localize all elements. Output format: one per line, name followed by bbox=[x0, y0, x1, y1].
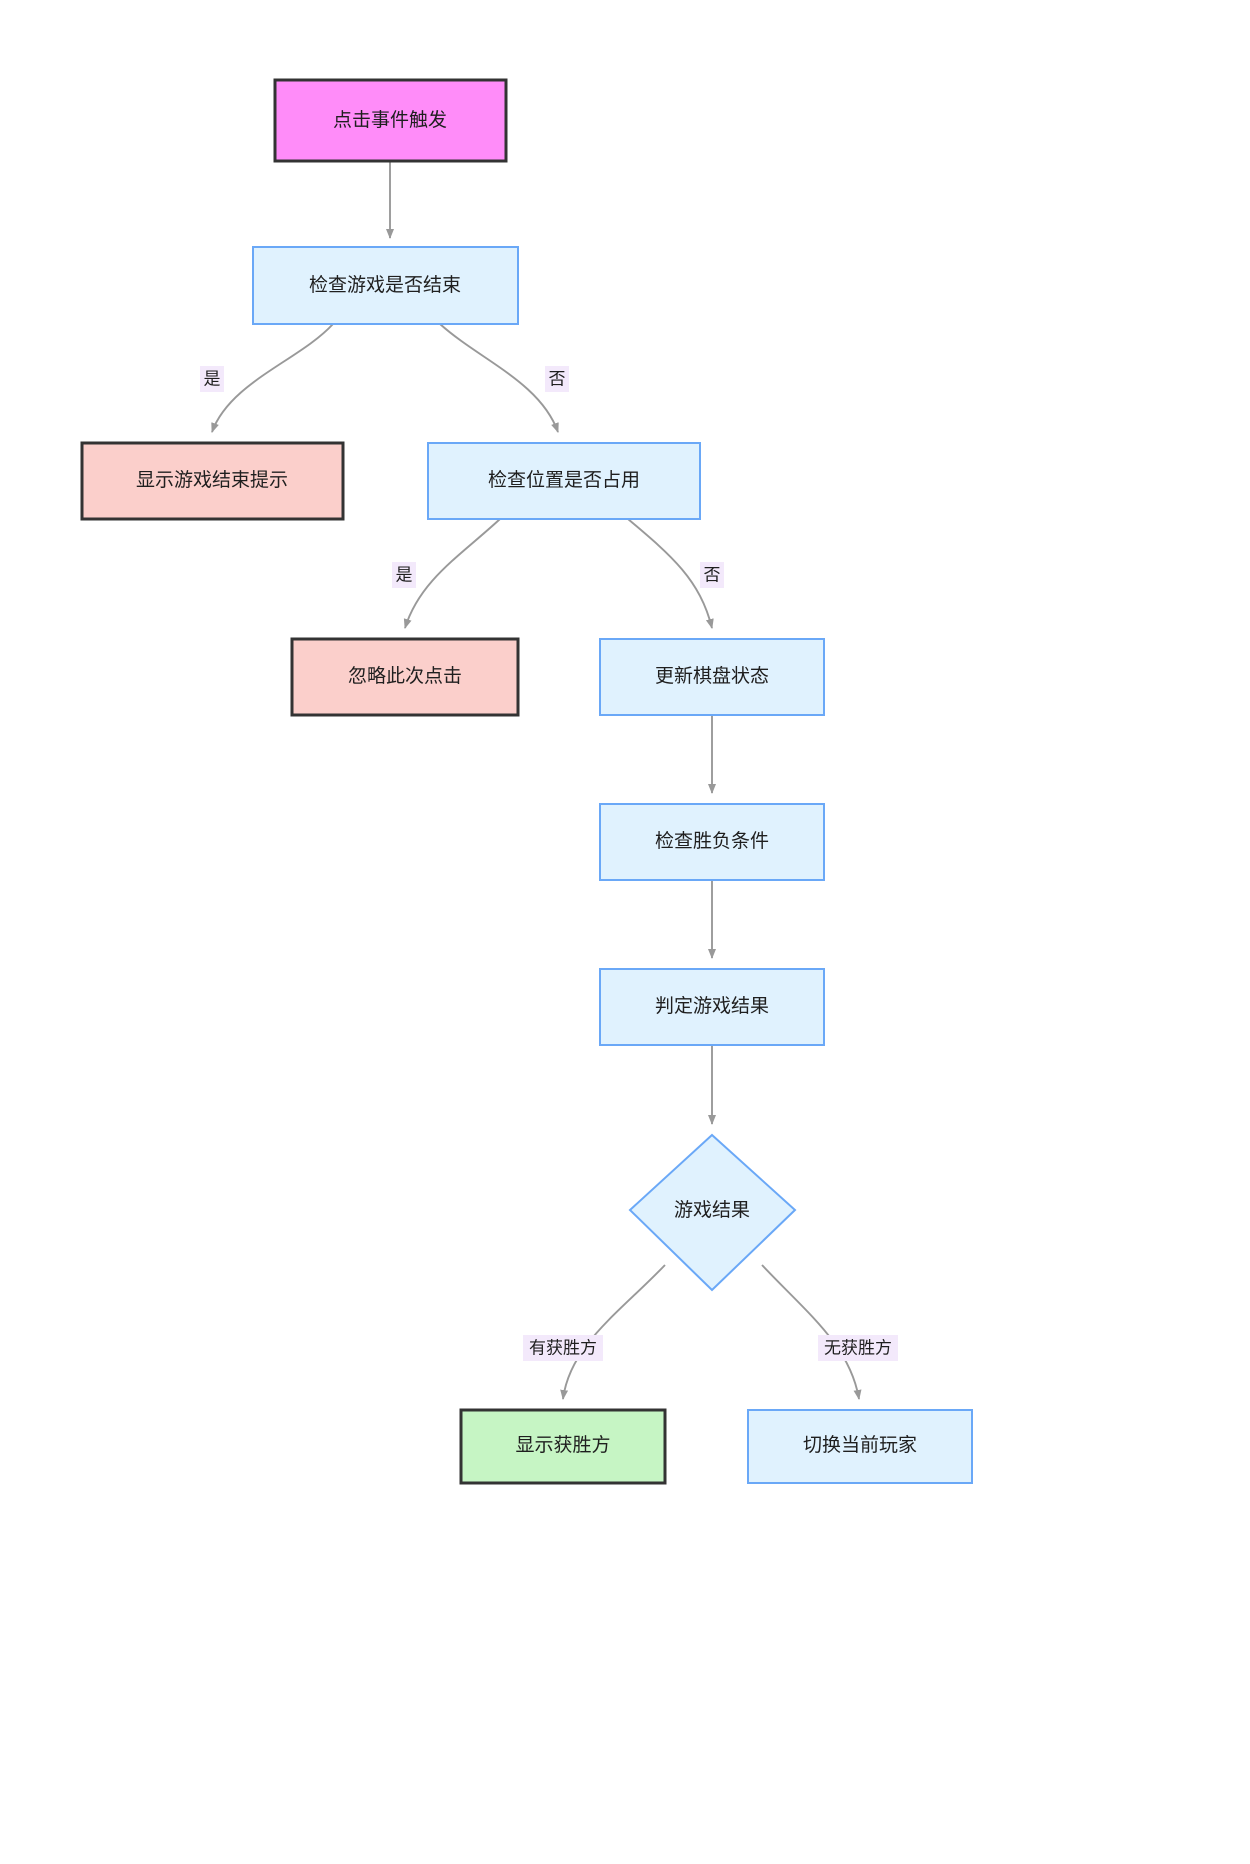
edge-label-text: 是 bbox=[396, 565, 413, 584]
edge-label-text: 是 bbox=[204, 369, 221, 388]
node-shape[interactable] bbox=[599, 803, 825, 881]
edge-label-bg bbox=[818, 1335, 898, 1361]
edge-n2-n4 bbox=[439, 323, 559, 433]
edge-label-bg bbox=[700, 562, 724, 588]
node-game-result-decision[interactable]: 游戏结果 bbox=[628, 1133, 797, 1292]
node-update-board-state[interactable]: 更新棋盘状态 bbox=[599, 638, 825, 716]
node-label: 检查游戏是否结束 bbox=[309, 274, 461, 296]
edge-label-n4-n5: 是 bbox=[392, 562, 416, 588]
node-shape[interactable] bbox=[252, 246, 519, 325]
node-label: 点击事件触发 bbox=[333, 109, 447, 131]
node-ignore-click[interactable]: 忽略此次点击 bbox=[290, 637, 520, 717]
edge-label-bg bbox=[392, 562, 416, 588]
edge-labels-layer: 是 否 是 否 有获胜方 无获胜方 bbox=[200, 366, 898, 1361]
node-label: 显示游戏结束提示 bbox=[136, 469, 288, 491]
edge-label-bg bbox=[200, 366, 224, 392]
edge-label-n9-n11: 无获胜方 bbox=[818, 1335, 898, 1361]
node-shape[interactable] bbox=[599, 638, 825, 716]
node-shape[interactable] bbox=[290, 637, 520, 717]
node-show-winner[interactable]: 显示获胜方 bbox=[459, 1408, 667, 1485]
edge-label-n2-n3: 是 bbox=[200, 366, 224, 392]
edge-n9-n10 bbox=[560, 1264, 666, 1400]
node-shape[interactable] bbox=[427, 442, 701, 520]
node-label: 显示获胜方 bbox=[515, 1434, 610, 1456]
node-shape[interactable] bbox=[273, 78, 508, 163]
node-shape[interactable] bbox=[747, 1409, 973, 1484]
edge-label-bg bbox=[523, 1335, 603, 1361]
node-label: 更新棋盘状态 bbox=[655, 665, 769, 687]
edge-n9-n11 bbox=[761, 1264, 862, 1400]
node-label: 忽略此次点击 bbox=[348, 665, 462, 687]
node-determine-game-result[interactable]: 判定游戏结果 bbox=[599, 968, 825, 1046]
edge-n2-n3 bbox=[211, 323, 334, 433]
edge-label-n2-n4: 否 bbox=[545, 366, 569, 392]
node-shape[interactable] bbox=[599, 968, 825, 1046]
node-label: 判定游戏结果 bbox=[655, 995, 769, 1017]
edge-label-text: 否 bbox=[549, 369, 566, 388]
edge-label-text: 否 bbox=[704, 565, 721, 584]
edge-n4-n6 bbox=[627, 518, 714, 629]
node-show-game-over-message[interactable]: 显示游戏结束提示 bbox=[80, 441, 345, 521]
edge-label-n4-n6: 否 bbox=[700, 562, 724, 588]
edge-label-text: 无获胜方 bbox=[824, 1338, 892, 1357]
node-check-cell-occupied[interactable]: 检查位置是否占用 bbox=[427, 442, 701, 520]
node-shape[interactable] bbox=[628, 1133, 797, 1292]
node-label: 检查位置是否占用 bbox=[488, 469, 640, 491]
edge-label-n9-n10: 有获胜方 bbox=[523, 1335, 603, 1361]
edges-layer bbox=[211, 161, 862, 1400]
node-click-event-trigger[interactable]: 点击事件触发 bbox=[273, 78, 508, 163]
node-switch-current-player[interactable]: 切换当前玩家 bbox=[747, 1409, 973, 1484]
edge-label-bg bbox=[545, 366, 569, 392]
node-check-win-condition[interactable]: 检查胜负条件 bbox=[599, 803, 825, 881]
node-shape[interactable] bbox=[459, 1408, 667, 1485]
node-shape[interactable] bbox=[80, 441, 345, 521]
edge-n4-n5 bbox=[403, 518, 501, 629]
edge-label-text: 有获胜方 bbox=[529, 1338, 597, 1357]
node-label: 检查胜负条件 bbox=[655, 830, 769, 852]
nodes-layer: 点击事件触发 检查游戏是否结束 显示游戏结束提示 检查位置是否占用 忽略此次点击 bbox=[80, 78, 973, 1485]
node-label: 切换当前玩家 bbox=[803, 1434, 917, 1456]
node-check-game-over[interactable]: 检查游戏是否结束 bbox=[252, 246, 519, 325]
node-label: 游戏结果 bbox=[674, 1199, 750, 1221]
